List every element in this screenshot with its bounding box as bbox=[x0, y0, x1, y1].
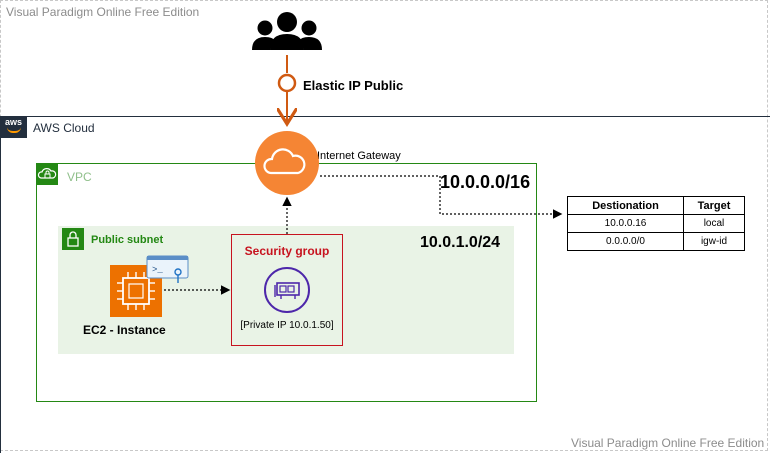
watermark-bottom: Visual Paradigm Online Free Edition bbox=[571, 436, 765, 450]
table-row: 0.0.0.0/0 igw-id bbox=[567, 232, 745, 251]
aws-cloud-group bbox=[0, 116, 770, 453]
elastic-ip-connector bbox=[279, 55, 295, 122]
route-table: Destionation Target 10.0.0.16 local 0.0.… bbox=[567, 196, 745, 251]
public-subnet-label: Public subnet bbox=[91, 234, 164, 246]
aws-cloud-label: AWS Cloud bbox=[33, 121, 95, 135]
security-group-label: Security group bbox=[244, 244, 330, 258]
elastic-ip-label: Elastic IP Public bbox=[303, 78, 404, 93]
aws-logo-text: aws bbox=[4, 117, 22, 127]
watermark-top: Visual Paradigm Online Free Edition bbox=[6, 5, 200, 19]
route-destination: 10.0.0.16 bbox=[567, 214, 684, 233]
route-destination: 0.0.0.0/0 bbox=[567, 232, 684, 251]
route-table-header: Destionation Target bbox=[567, 196, 745, 215]
vpc-label: VPC bbox=[67, 170, 92, 184]
route-table-header-destination: Destionation bbox=[567, 196, 684, 215]
elastic-ip-icon bbox=[277, 73, 297, 93]
vpc-cloud-lock-icon bbox=[36, 163, 58, 185]
internet-gateway-icon bbox=[255, 131, 319, 195]
table-row: 10.0.0.16 local bbox=[567, 214, 745, 233]
route-target: local bbox=[683, 214, 745, 233]
svg-text:>_: >_ bbox=[152, 265, 163, 275]
ec2-instance-label: EC2 - Instance bbox=[83, 323, 166, 337]
internet-gateway-label: Internet Gateway bbox=[317, 150, 401, 162]
igw-to-route-table-arrow bbox=[320, 175, 563, 219]
terminal-key-icon: >_ bbox=[146, 255, 189, 283]
security-group-box bbox=[231, 234, 343, 346]
aws-logo: aws bbox=[0, 116, 27, 138]
route-table-header-target: Target bbox=[683, 196, 745, 215]
subnet-lock-icon bbox=[62, 228, 84, 250]
network-interface-icon bbox=[264, 267, 310, 313]
route-target: igw-id bbox=[683, 232, 745, 251]
private-ip-label: [Private IP 10.0.1.50] bbox=[240, 320, 334, 331]
users-icon bbox=[252, 12, 322, 50]
vpc-cidr: 10.0.0.0/16 bbox=[440, 172, 531, 192]
subnet-cidr: 10.0.1.0/24 bbox=[420, 234, 501, 251]
